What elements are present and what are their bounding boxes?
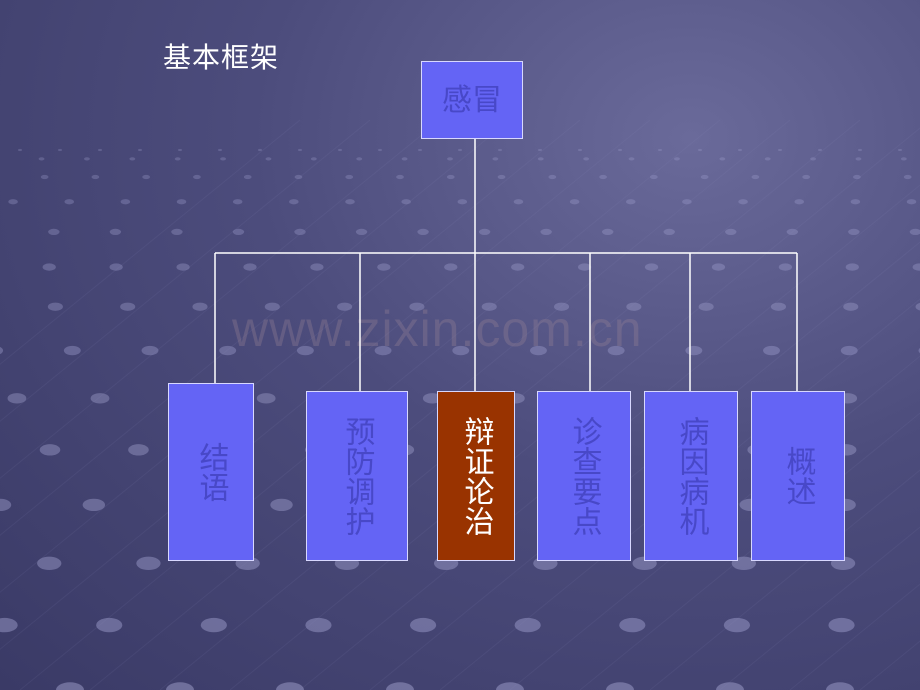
child-node-conclusion: 结语	[168, 383, 254, 561]
child-node-differentiation: 辩证论治	[437, 391, 515, 561]
watermark: www.zixin.com.cn	[232, 301, 643, 357]
slide-title: 基本框架	[163, 41, 280, 74]
child-node-diagnosis: 诊查要点	[537, 391, 631, 561]
child-node-etiology: 病因病机	[644, 391, 738, 561]
child-node-prevention: 预防调护	[306, 391, 408, 561]
root-node: 感冒	[421, 61, 523, 139]
child-node-overview: 概述	[751, 391, 845, 561]
